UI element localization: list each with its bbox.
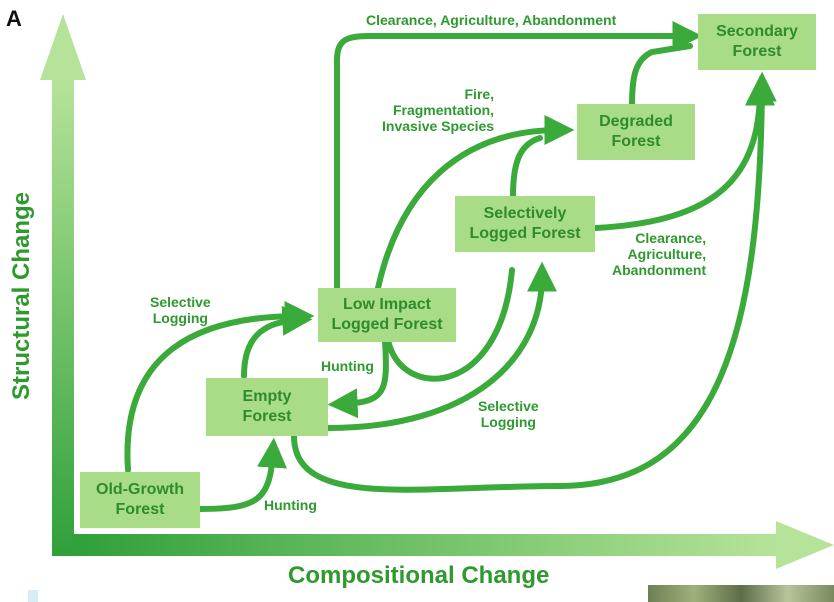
cropped-corner-mark [28, 590, 38, 602]
node-low-impact-logged-forest: Low Impact Logged Forest [318, 288, 456, 342]
arrow-lowimpact-to-selective [385, 267, 515, 382]
arrow-lowimpact-to-empty [327, 337, 389, 419]
label-clearance-top: Clearance, Agriculture, Abandonment [366, 12, 617, 28]
arrow-lowimpact-to-secondary [334, 21, 703, 291]
label-fire-fragmentation: Fire, Fragmentation, Invasive Species [382, 86, 495, 134]
arrow-lowimpact-to-degraded [375, 115, 575, 291]
label-clearance-right: Clearance, Agriculture, Abandonment [612, 230, 707, 278]
arrow-degraded-to-secondary [629, 43, 693, 109]
label-selective-logging-left: Selective Logging [150, 294, 211, 326]
label-hunting-mid: Hunting [321, 358, 374, 374]
arrow-empty-to-secondary [291, 71, 777, 493]
node-secondary-forest: Secondary Forest [698, 14, 816, 70]
node-old-growth-forest: Old-Growth Forest [80, 472, 200, 528]
x-axis-label: Compositional Change [288, 562, 550, 589]
node-degraded-forest: Degraded Forest [577, 104, 695, 160]
cropped-photo-edge [648, 585, 834, 602]
arrow-selective-to-secondary [593, 75, 775, 231]
arrow-oldgrowth-to-empty [197, 437, 287, 512]
label-selective-logging-right: Selective Logging [478, 398, 539, 430]
y-axis-arrow [40, 14, 86, 556]
arrow-selective-to-degraded [510, 135, 543, 199]
arrow-oldgrowth-to-lowimpact [124, 301, 315, 473]
y-axis-label: Structural Change [8, 191, 35, 401]
arrow-empty-to-selective [325, 261, 557, 431]
panel-letter: A [6, 6, 22, 31]
node-empty-forest: Empty Forest [206, 378, 328, 436]
arrow-empty-to-lowimpact [241, 305, 313, 379]
x-axis-arrow [72, 521, 834, 569]
label-hunting-bottom: Hunting [264, 497, 317, 513]
node-selectively-logged-forest: Selectively Logged Forest [455, 196, 595, 252]
